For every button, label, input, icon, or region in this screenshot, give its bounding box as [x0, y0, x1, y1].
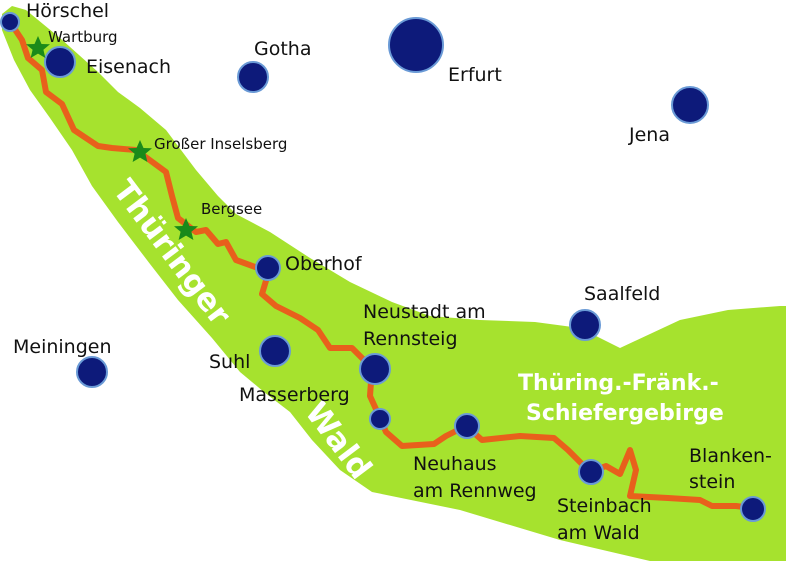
landmarks-layer	[26, 36, 198, 240]
town-marker-neuhaus[interactable]	[454, 413, 480, 439]
town-label-suhl: Suhl	[209, 351, 250, 373]
landmark-label-bergsee: Bergsee	[201, 200, 262, 218]
town-marker-saalfeld[interactable]	[569, 309, 601, 341]
star-icon[interactable]	[128, 140, 152, 162]
town-label-oberhof: Oberhof	[285, 253, 363, 275]
town-label-eisenach: Eisenach	[86, 56, 171, 78]
towns-layer	[0, 12, 766, 522]
town-label-steinbach-line2: am Wald	[557, 522, 640, 544]
town-marker-hoerschel[interactable]	[0, 12, 20, 32]
town-marker-jena[interactable]	[671, 86, 709, 124]
town-label-masserberg: Masserberg	[239, 384, 350, 406]
town-marker-steinbach[interactable]	[578, 459, 604, 485]
town-label-erfurt: Erfurt	[448, 64, 502, 86]
star-icon[interactable]	[26, 36, 50, 58]
landmark-label-wartburg: Wartburg	[48, 28, 118, 46]
town-marker-meiningen[interactable]	[76, 356, 108, 388]
star-icon[interactable]	[174, 218, 198, 240]
town-marker-gotha[interactable]	[237, 61, 269, 93]
rennsteig-route	[7, 19, 755, 511]
town-label-gotha: Gotha	[254, 38, 311, 60]
landmark-label-inselsberg: Großer Inselsberg	[154, 135, 287, 153]
town-marker-suhl[interactable]	[259, 335, 291, 367]
town-marker-erfurt[interactable]	[388, 17, 444, 73]
town-label-saalfeld: Saalfeld	[584, 283, 660, 305]
region-label-schiefergebirge-line1: Thüring.-Fränk.-	[518, 371, 719, 396]
town-label-steinbach-line1: Steinbach	[557, 495, 652, 517]
town-label-neuhaus-line2: am Rennweg	[413, 480, 537, 502]
town-label-jena: Jena	[628, 124, 670, 146]
town-marker-neustadt[interactable]	[359, 353, 391, 385]
town-label-hoerschel: Hörschel	[26, 0, 109, 22]
town-marker-blankenstein[interactable]	[740, 496, 766, 522]
forest-region	[2, 6, 786, 561]
town-label-blankenstein-line2: stein	[689, 471, 735, 493]
town-label-neustadt-line1: Neustadt am	[363, 301, 486, 323]
town-label-meiningen: Meiningen	[13, 336, 112, 358]
town-label-neuhaus-line1: Neuhaus	[413, 453, 497, 475]
region-label-schiefergebirge-line2: Schiefergebirge	[526, 401, 724, 426]
town-marker-eisenach[interactable]	[44, 46, 76, 78]
town-marker-oberhof[interactable]	[255, 255, 281, 281]
town-marker-masserberg[interactable]	[369, 408, 391, 430]
town-label-neustadt-line2: Rennsteig	[363, 328, 458, 350]
town-label-blankenstein-line1: Blanken-	[689, 445, 772, 467]
